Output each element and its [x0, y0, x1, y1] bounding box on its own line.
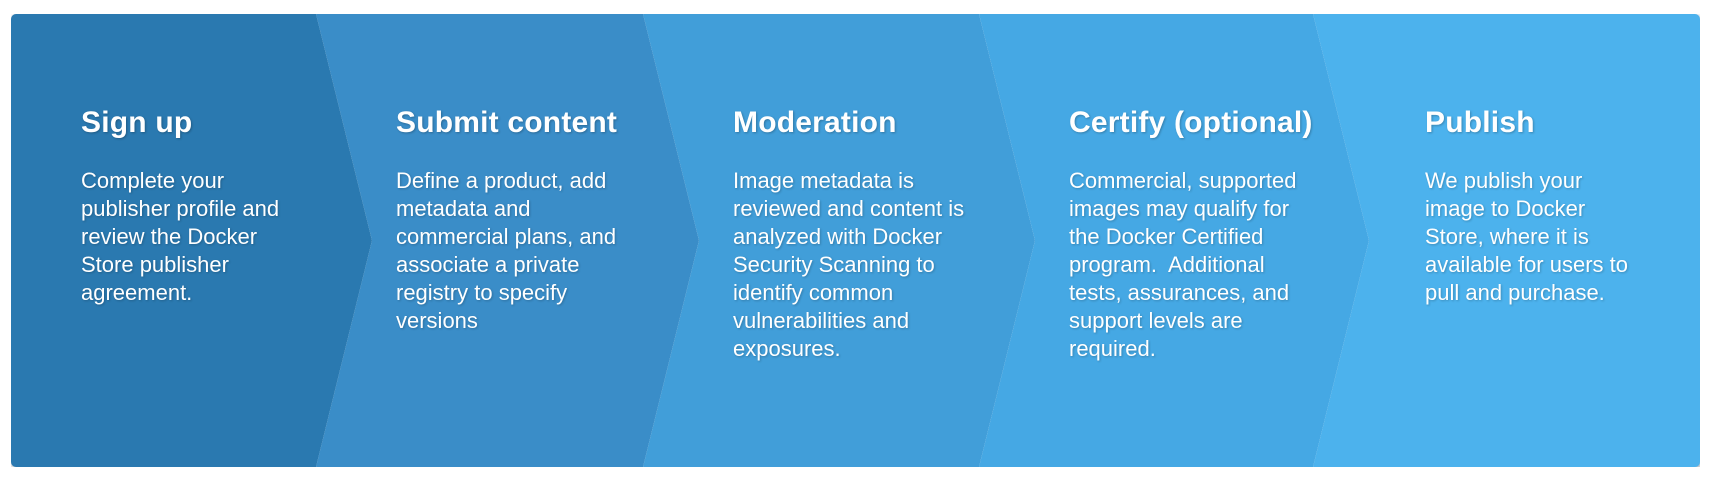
step-heading: Submit content [396, 106, 618, 139]
step-heading: Sign up [81, 106, 193, 139]
chevron-flow: Sign up Complete your publisher profile … [11, 14, 1700, 467]
step-heading: Certify (optional) [1069, 106, 1313, 139]
step-heading: Publish [1425, 106, 1535, 139]
step-heading: Moderation [733, 106, 897, 139]
process-step-sign-up: Sign up Complete your publisher profile … [11, 14, 372, 467]
process-step-publish: Publish We publish your image to Docker … [1313, 14, 1700, 467]
step-body: We publish your image to Docker Store, w… [1425, 168, 1628, 305]
process-step-certify: Certify (optional) Commercial, supported… [979, 14, 1369, 467]
step-body: Image metadata is reviewed and content i… [733, 168, 965, 361]
step-body: Complete your publisher profile and revi… [81, 168, 280, 305]
step-body: Define a product, add metadata and comme… [396, 168, 617, 333]
step-body: Commercial, supported images may qualify… [1069, 168, 1297, 361]
process-step-submit-content: Submit content Define a product, add met… [316, 14, 699, 467]
process-step-moderation: Moderation Image metadata is reviewed an… [643, 14, 1035, 467]
